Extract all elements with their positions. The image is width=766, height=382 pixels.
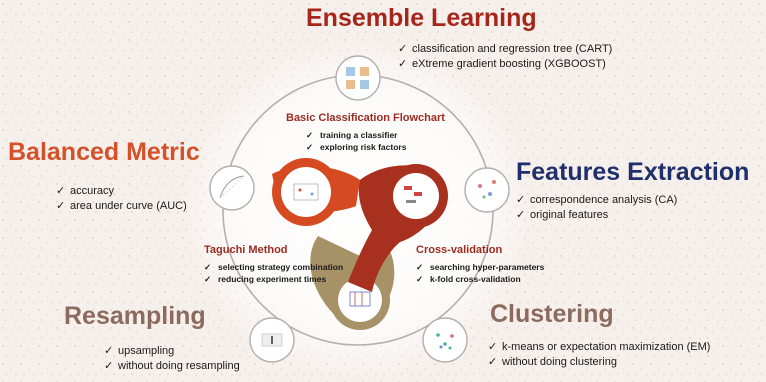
list-item: ✓accuracy [56,185,115,197]
check-icon: ✓ [104,360,114,372]
check-icon: ✓ [416,262,424,272]
check-icon: ✓ [104,345,114,357]
list-item: ✓selecting strategy combination [204,262,344,272]
list-item: ✓k-fold cross-validation [416,274,521,284]
check-icon: ✓ [306,142,314,152]
list-item: ✓reducing experiment times [204,274,327,284]
check-icon: ✓ [516,194,526,206]
taguchi-title: Taguchi Method [204,244,288,256]
check-icon: ✓ [398,43,408,55]
basic-title: Basic Classification Flowchart [286,112,445,124]
balanced-title: Balanced Metric [8,138,200,166]
check-icon: ✓ [488,341,498,353]
central-three-lobe-shape [272,158,448,330]
list-item: ✓training a classifier [306,130,398,140]
list-item: ✓k-means or expectation maximization (EM… [488,341,711,353]
clustering-title: Clustering [490,300,614,328]
features-title: Features Extraction [516,158,750,186]
check-icon: ✓ [204,274,212,284]
taguchi-list: ✓selecting strategy combination ✓reducin… [204,261,343,285]
list-item: ✓eXtreme gradient boosting (XGBOOST) [398,58,606,70]
list-item: ✓exploring risk factors [306,142,407,152]
node-balanced [209,165,255,211]
clustering-list: ✓k-means or expectation maximization (EM… [488,340,710,370]
basic-list: ✓training a classifier ✓exploring risk f… [306,129,406,153]
check-icon: ✓ [204,262,212,272]
balanced-list: ✓accuracy ✓area under curve (AUC) [56,184,187,214]
check-icon: ✓ [416,274,424,284]
list-item: ✓classification and regression tree (CAR… [398,43,613,55]
list-item: ✓correspondence analysis (CA) [516,194,678,206]
resampling-title: Resampling [64,302,206,330]
check-icon: ✓ [56,200,66,212]
list-item: ✓without doing clustering [488,356,617,368]
ensemble-list: ✓classification and regression tree (CAR… [398,42,612,72]
check-icon: ✓ [56,185,66,197]
list-item: ✓upsampling [104,345,175,357]
ensemble-title: Ensemble Learning [306,4,537,32]
resampling-list: ✓upsampling ✓without doing resampling [104,344,240,374]
check-icon: ✓ [306,130,314,140]
list-item: ✓without doing resampling [104,360,240,372]
check-icon: ✓ [516,209,526,221]
check-icon: ✓ [398,58,408,70]
list-item: ✓area under curve (AUC) [56,200,187,212]
list-item: ✓original features [516,209,609,221]
node-clustering [422,317,468,363]
check-icon: ✓ [488,356,498,368]
crossval-list: ✓searching hyper-parameters ✓k-fold cros… [416,261,544,285]
node-ensemble [335,55,381,101]
crossval-title: Cross-validation [416,244,503,256]
list-item: ✓searching hyper-parameters [416,262,545,272]
node-features [464,167,510,213]
node-resampling [249,317,295,363]
features-list: ✓correspondence analysis (CA) ✓original … [516,193,677,223]
